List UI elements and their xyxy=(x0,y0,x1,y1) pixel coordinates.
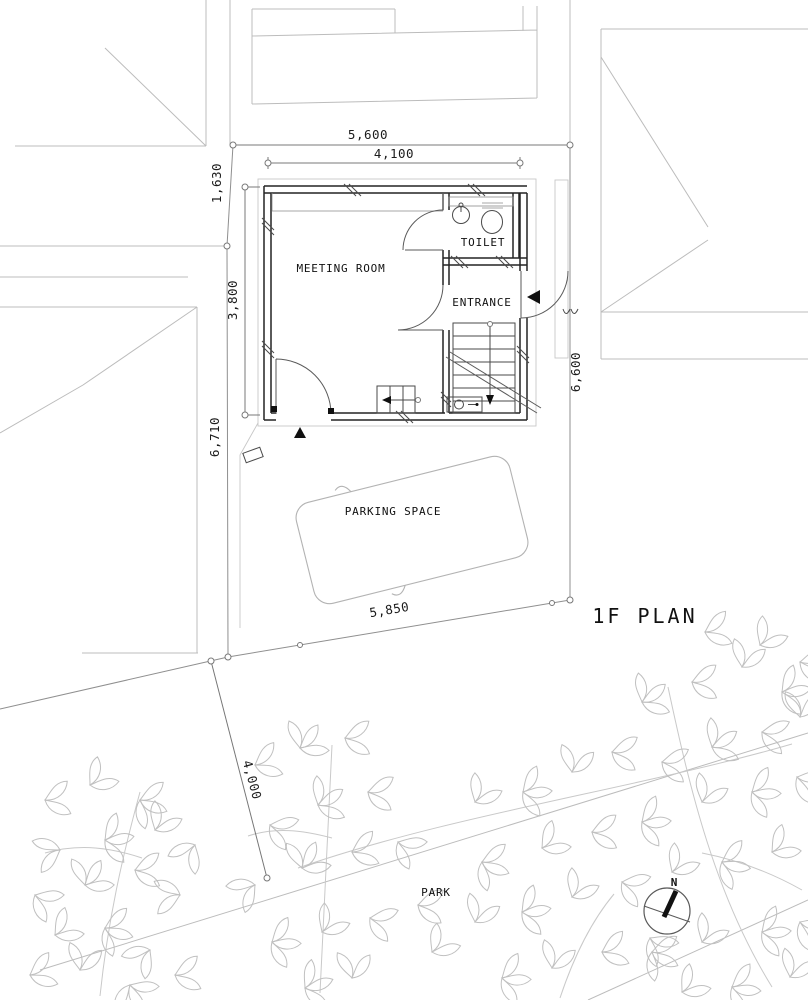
park-label: PARK xyxy=(421,886,451,899)
toilet-bowl-icon xyxy=(481,210,503,234)
north-label: N xyxy=(671,876,678,889)
meeting-room-label: MEETING ROOM xyxy=(296,262,385,275)
dim-site-left-upper: 1,630 xyxy=(209,163,224,203)
labels: MEETING ROOM TOILET ENTRANCE PARKING SPA… xyxy=(296,236,697,899)
stairs xyxy=(445,321,542,414)
toilet-label: TOILET xyxy=(461,236,506,249)
dim-site-width-top: 5,600 xyxy=(348,127,388,142)
meeting-room-counter xyxy=(271,193,444,212)
entrance-door-arc xyxy=(520,270,569,319)
kitchen-sink-unit xyxy=(446,396,483,413)
park-trees xyxy=(18,605,808,1000)
entry-steps xyxy=(376,385,421,414)
approach-triangle-icon xyxy=(294,427,306,438)
entrance-direction-icon xyxy=(527,290,540,304)
park-road-lines xyxy=(39,732,808,1000)
dim-site-right: 6,600 xyxy=(568,352,583,392)
walls xyxy=(263,185,528,421)
eave-outline xyxy=(257,178,537,427)
wall-hatch-marks xyxy=(261,183,530,424)
building-plan xyxy=(242,178,579,464)
dim-building-depth-left: 3,800 xyxy=(225,280,240,320)
site-sign xyxy=(242,446,264,464)
compass-needle-icon xyxy=(661,889,679,919)
car-outline xyxy=(295,455,529,605)
neighbor-buildings xyxy=(0,0,808,654)
south-door-arc xyxy=(275,358,332,415)
doors xyxy=(271,209,579,415)
toilet-fixtures xyxy=(448,196,514,234)
dim-building-width-top: 4,100 xyxy=(374,146,414,161)
tree-branches xyxy=(44,686,803,999)
parking-area xyxy=(295,455,529,605)
entrance-hooks xyxy=(562,308,579,314)
north-compass: N xyxy=(643,876,691,935)
toilet-door-arc xyxy=(402,209,444,251)
parking-space-label: PARKING SPACE xyxy=(345,505,442,518)
dim-site-bottom: 5,850 xyxy=(368,599,410,620)
meeting-room-door-arc xyxy=(397,284,444,331)
dim-site-left-lower: 6,710 xyxy=(207,417,222,457)
entrance-label: ENTRANCE xyxy=(452,296,511,309)
plan-title: 1F PLAN xyxy=(592,604,697,628)
site-boundary xyxy=(0,144,571,710)
east-fence-strip xyxy=(554,179,569,359)
